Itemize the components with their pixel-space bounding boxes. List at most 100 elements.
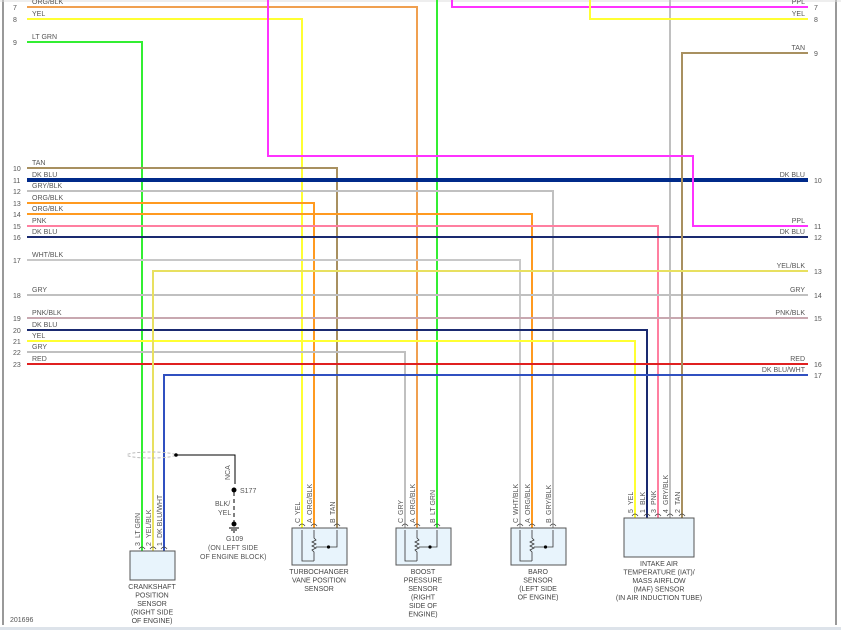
ground-location: OF ENGINE BLOCK)	[200, 554, 267, 561]
left-pin-number: 20	[13, 328, 21, 335]
left-pin-number: 19	[13, 316, 21, 323]
pin-wire-label: TAN	[330, 502, 337, 515]
wire-left-17	[27, 259, 521, 528]
component-caption: (MAF) SENSOR	[634, 587, 685, 594]
component-caption: BOOST	[411, 569, 436, 576]
left-pin-number: 9	[13, 40, 17, 47]
component-caption: SENSOR	[408, 586, 438, 593]
right-wire-label: GRY	[790, 287, 805, 294]
left-wire-label: DK BLU	[32, 172, 57, 179]
pin-wire-label: GRY/BLK	[546, 484, 553, 515]
right-pin-number: 9	[814, 51, 818, 58]
left-wire-label: RED	[32, 356, 47, 363]
pin-number: B	[546, 518, 553, 523]
connector-pin-icon	[413, 523, 421, 527]
component-caption: SIDE OF	[409, 603, 437, 610]
left-wire-label: DK BLU	[32, 229, 57, 236]
right-pin-number: 12	[814, 235, 822, 242]
left-wire-label: PNK/BLK	[32, 310, 62, 317]
ground-wire-label: YEL	[218, 510, 231, 517]
wire-right-13	[152, 270, 808, 551]
pin-wire-label: LT GRN	[135, 513, 142, 538]
pin-wire-label: WHT/BLK	[513, 484, 520, 515]
left-wire-label: YEL	[32, 333, 45, 340]
nca-label: NCA	[225, 465, 232, 480]
component-caption: CRANKSHAFT	[128, 584, 176, 591]
component-caption: (LEFT SIDE	[519, 586, 557, 593]
right-wire-label: TAN	[792, 45, 805, 52]
right-wire-label: RED	[790, 356, 805, 363]
connector-pin-icon	[160, 546, 168, 550]
splice-dot	[231, 487, 237, 493]
wire-left-20	[27, 329, 648, 518]
wire-right-9	[681, 52, 808, 518]
wire-left-13	[27, 202, 315, 528]
connector-pin-icon	[549, 523, 557, 527]
component-caption: SENSOR	[304, 586, 334, 593]
right-wire-label: DK BLU/WHT	[762, 367, 806, 374]
ground-icon	[229, 527, 239, 533]
wire-left-21	[27, 340, 636, 518]
component-caption: (IN AIR INDUCTION TUBE)	[616, 595, 702, 602]
left-pin-number: 16	[13, 235, 21, 242]
wire-left-9	[27, 41, 143, 551]
potentiometer-icon	[529, 530, 535, 561]
shield-icon	[126, 451, 176, 459]
wire-right-11	[267, 0, 808, 227]
connector-pin-icon	[401, 523, 409, 527]
pin-wire-label: YEL/BLK	[146, 509, 153, 538]
wire-left-10	[27, 167, 338, 528]
left-pin-number: 12	[13, 189, 21, 196]
component-caption: TEMPERATURE (IAT)/	[623, 570, 694, 577]
pin-wire-label: ORG/BLK	[307, 484, 314, 515]
connector-pin-icon	[678, 513, 686, 517]
pin-number: 2	[146, 542, 153, 546]
pin-number: A	[410, 518, 417, 523]
ground-wire-label: BLK/	[215, 501, 230, 508]
right-pin-number: 10	[814, 178, 822, 185]
left-pin-number: 22	[13, 350, 21, 357]
connector-pin-icon	[654, 513, 662, 517]
left-wire-label: DK BLU	[32, 322, 57, 329]
pin-number: 4	[663, 509, 670, 513]
left-wire-label: ORG/BLK	[32, 0, 63, 6]
wire-right-17	[163, 374, 808, 551]
connector-pin-icon	[138, 546, 146, 550]
component-caption: INTAKE AIR	[640, 561, 678, 568]
baro-sensor[interactable]: CWHT/BLKAORG/BLKBGRY/BLKBAROSENSOR(LEFT …	[510, 484, 567, 602]
pin-wire-label: ORG/BLK	[525, 484, 532, 515]
left-wire-label: ORG/BLK	[32, 195, 63, 202]
left-pin-number: 23	[13, 362, 21, 369]
pin-number: 5	[628, 509, 635, 513]
left-pin-number: 8	[13, 17, 17, 24]
component-caption: MASS AIRFLOW	[632, 578, 686, 585]
pin-wire-label: GRY	[398, 500, 405, 515]
component-caption: (RIGHT	[411, 595, 436, 602]
connector-pin-icon	[333, 523, 341, 527]
wire-left-14	[27, 213, 533, 528]
pin-number: 2	[675, 509, 682, 513]
pin-number: 1	[157, 542, 164, 546]
pin-wire-label: YEL	[628, 492, 635, 505]
left-wire-label: TAN	[32, 160, 45, 167]
circuit-line	[519, 530, 532, 562]
right-pin-number: 17	[814, 373, 822, 380]
left-wire-label: PNK	[32, 218, 47, 225]
left-pin-number: 15	[13, 224, 21, 231]
pin-number: 3	[651, 509, 658, 513]
left-wire-label: GRY/BLK	[32, 183, 63, 190]
ground-id: G109	[226, 536, 243, 543]
left-wire-label: LT GRN	[32, 34, 57, 41]
connector-pin-icon	[631, 513, 639, 517]
left-pin-number: 11	[13, 178, 20, 185]
bottom-bar	[0, 627, 841, 630]
pin-wire-label: PNK	[651, 490, 658, 505]
component-caption: SENSOR	[137, 601, 167, 608]
ground-location: (ON LEFT SIDE	[208, 545, 258, 552]
component-caption: SENSOR	[523, 578, 553, 585]
ground-circuit: NCA S177 BLK/ YEL G109 (ON LEFT SIDE OF …	[126, 451, 267, 561]
